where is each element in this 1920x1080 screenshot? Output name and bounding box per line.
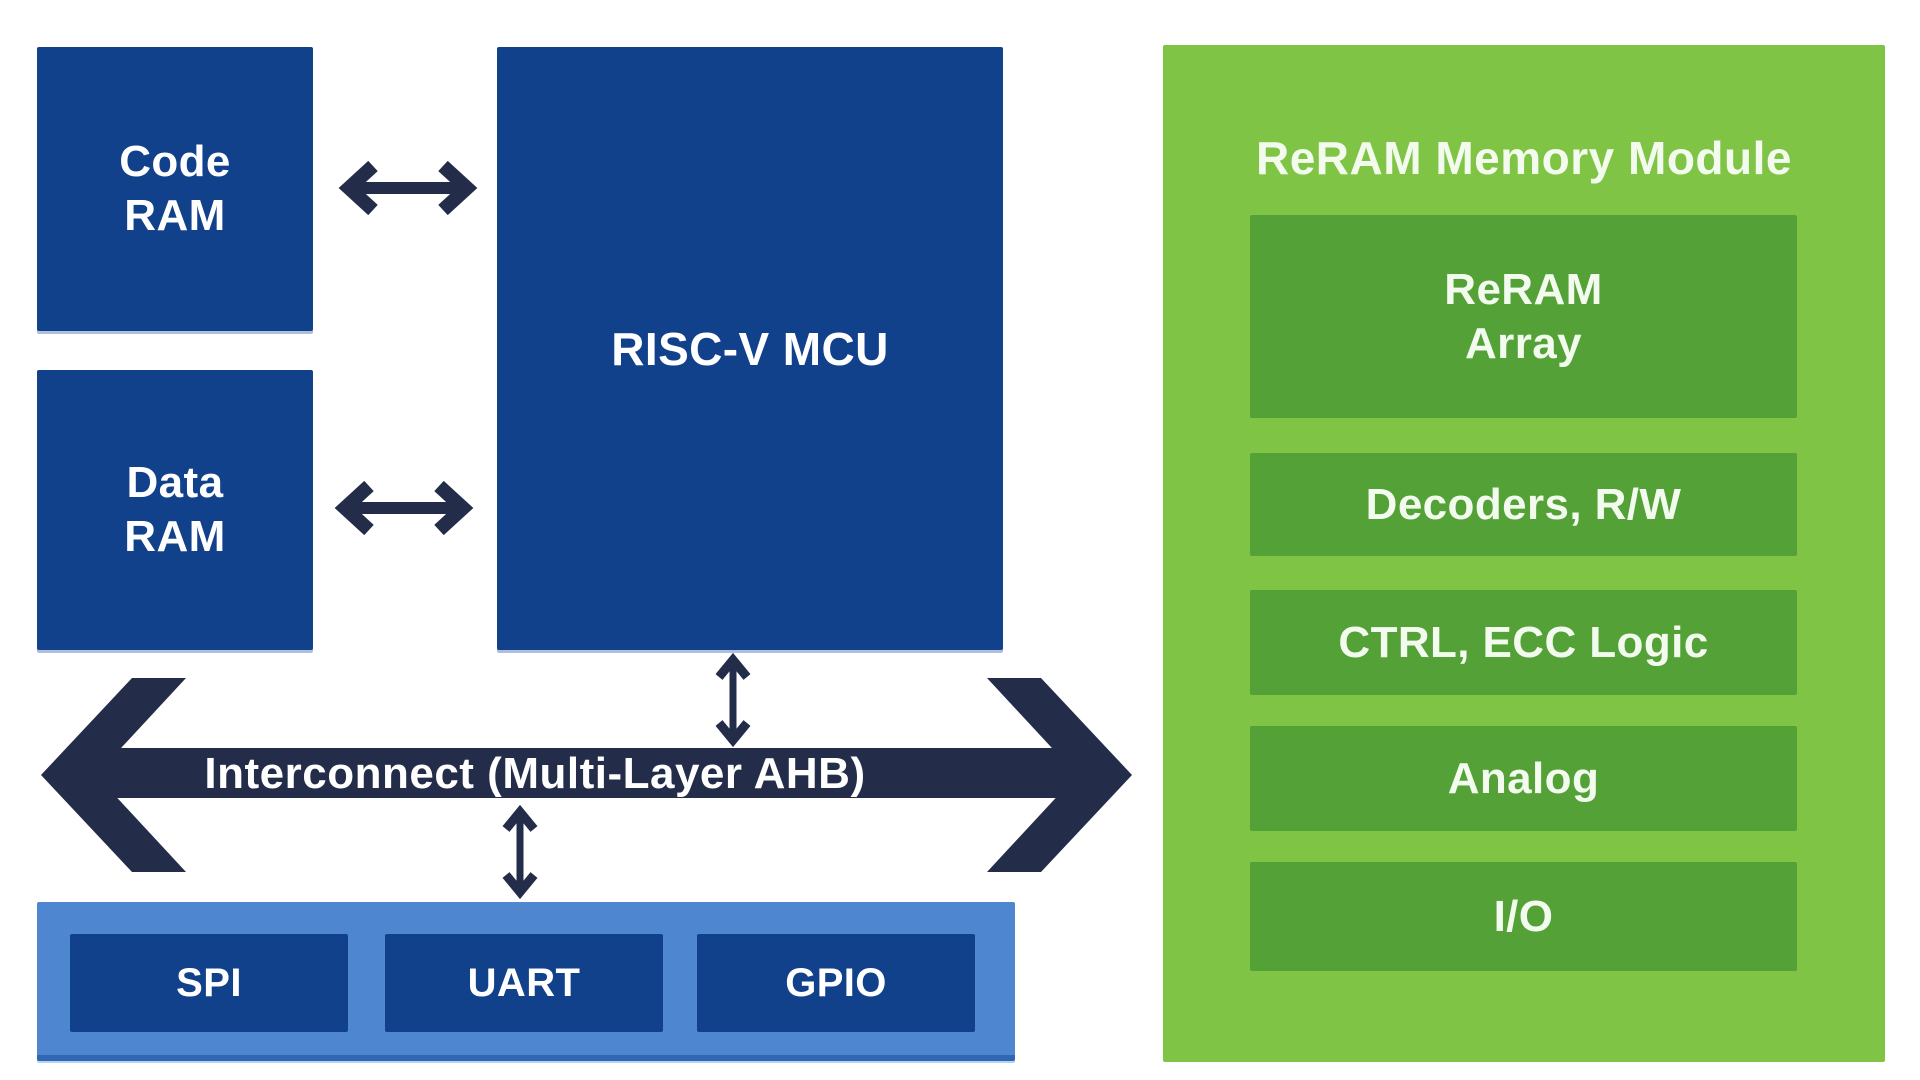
reram-module-panel: ReRAM Memory Module ReRAM Array Decoders… (1163, 45, 1885, 1062)
gpio-label: GPIO (785, 961, 887, 1005)
io-label: I/O (1493, 891, 1554, 941)
data-ram-mcu-bidirectional-arrow-icon (334, 480, 474, 536)
decoders-rw-block: Decoders, R/W (1250, 453, 1797, 556)
ctrl-ecc-logic-block: CTRL, ECC Logic (1250, 590, 1797, 695)
interconnect-label: Interconnect (Multi-Layer AHB) (204, 749, 866, 798)
analog-block: Analog (1250, 726, 1797, 831)
code-ram-label: Code RAM (119, 137, 231, 240)
analog-label: Analog (1447, 753, 1600, 803)
peripheral-block-gpio: GPIO (697, 934, 975, 1032)
decoders-rw-label: Decoders, R/W (1365, 479, 1682, 529)
data-ram-block: Data RAM (37, 370, 313, 650)
interconnect-peripherals-vertical-arrow-icon (502, 804, 538, 900)
uart-label: UART (467, 961, 581, 1005)
code-ram-block: Code RAM (37, 47, 313, 331)
data-ram-label: Data RAM (124, 458, 226, 561)
code-ram-mcu-bidirectional-arrow-icon (338, 160, 478, 216)
io-block: I/O (1250, 862, 1797, 971)
peripheral-block-uart: UART (385, 934, 663, 1032)
spi-label: SPI (176, 961, 242, 1005)
riscv-mcu-label: RISC-V MCU (611, 322, 889, 375)
peripheral-block-spi: SPI (70, 934, 348, 1032)
peripherals-panel: SPI UART GPIO (37, 902, 1015, 1061)
ctrl-ecc-logic-label: CTRL, ECC Logic (1338, 617, 1709, 667)
reram-module-title: ReRAM Memory Module (1256, 132, 1792, 184)
interconnect-bus-arrow (41, 678, 1132, 872)
riscv-mcu-block: RISC-V MCU (497, 47, 1003, 650)
mcu-interconnect-vertical-arrow-icon (715, 652, 751, 748)
reram-array-block: ReRAM Array (1250, 215, 1797, 418)
reram-array-label: ReRAM Array (1444, 264, 1603, 368)
